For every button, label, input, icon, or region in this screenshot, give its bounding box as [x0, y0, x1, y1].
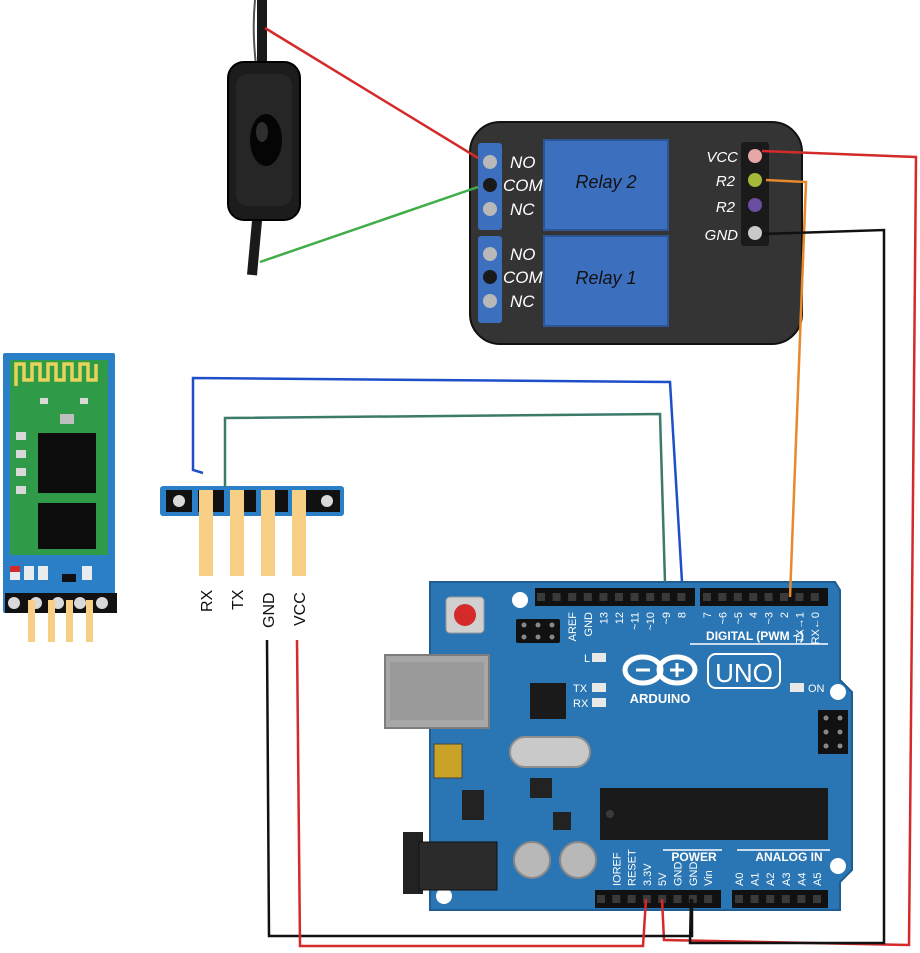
- relay-2-label: Relay 2: [575, 172, 636, 192]
- capacitor-1: [513, 841, 551, 879]
- analog-header: [732, 890, 828, 908]
- gnd-pin: [261, 490, 275, 576]
- relay1-nc-label: NC: [510, 292, 535, 311]
- power-header: [595, 890, 721, 908]
- led-rx-label: RX: [573, 698, 589, 710]
- digital-pin-label: ~5: [733, 612, 745, 625]
- gnd-label: GND: [261, 592, 278, 628]
- led-tx-label: TX: [573, 683, 588, 695]
- relay-module: NO COM NC NO COM NC Relay 2 Relay 1 VCC …: [469, 121, 803, 345]
- arduino-logo: [622, 654, 698, 686]
- regulator: [433, 743, 463, 779]
- relay-gnd-pin: [748, 226, 762, 240]
- power-pin-label: IOREF: [611, 852, 623, 886]
- relay-vcc-pin: [748, 149, 762, 163]
- capacitor-2: [559, 841, 597, 879]
- wire-bt-tx-to-pin9: [223, 412, 667, 583]
- relay2-no-label: NO: [510, 153, 536, 172]
- relay2-com-label: COM: [503, 176, 544, 195]
- tx-pin: [230, 490, 244, 576]
- digital-pin-label: GND: [583, 612, 595, 637]
- digital-pin-label: ~6: [717, 612, 729, 625]
- relay-1-label: Relay 1: [575, 268, 636, 288]
- wire-relay-gnd-to-gnd: [688, 228, 886, 945]
- led-on: [790, 683, 804, 692]
- analog-pin-label: A5: [812, 873, 824, 886]
- digital-title: DIGITAL (PWM ~): [706, 629, 804, 643]
- power-pin-label: Vin: [703, 870, 715, 886]
- relay2-nc-label: NC: [510, 200, 535, 219]
- rx-label: RX: [199, 589, 216, 612]
- relay-2: [543, 139, 669, 231]
- digital-pin-label: RX←0: [810, 612, 822, 644]
- relay-vcc-label: VCC: [706, 149, 738, 166]
- relay-1: [543, 235, 669, 327]
- digital-pin-label: 8: [676, 612, 688, 618]
- relay-r2b-pin: [748, 198, 762, 212]
- digital-pin-label: ~9: [661, 612, 673, 625]
- vcc-label: VCC: [292, 592, 309, 626]
- analog-title: ANALOG IN: [755, 850, 822, 864]
- relay-r2-label: R2: [716, 173, 736, 190]
- analog-pin-label: A3: [781, 873, 793, 886]
- digital-pin-label: ~3: [764, 612, 776, 625]
- wire-bt-vcc-to-3v3: [295, 639, 648, 948]
- led-l-label: L: [584, 653, 590, 665]
- usb-chip: [530, 683, 566, 719]
- power-pin-label: 5V: [657, 872, 669, 886]
- antenna-trace: [14, 362, 98, 386]
- digital-pin-label: 7: [702, 612, 714, 618]
- wire-switch-to-relay-com: [259, 185, 479, 264]
- relay-gnd-label: GND: [705, 227, 739, 244]
- power-pin-label: 3.3V: [642, 863, 654, 886]
- wire-relay-vcc-to-5v: [660, 149, 918, 947]
- led-l: [592, 653, 606, 662]
- power-pin-label: GND: [673, 862, 685, 887]
- brand-label: ARDUINO: [630, 691, 691, 706]
- digital-header-right: [700, 588, 828, 606]
- analog-pin-label: A0: [734, 873, 746, 886]
- power-title: POWER: [671, 850, 717, 864]
- model-label: UNO: [715, 658, 773, 688]
- digital-pin-label: AREF: [567, 612, 579, 642]
- bt-pin-header: RX TX GND VCC: [160, 486, 344, 628]
- led-on-label: ON: [808, 683, 825, 695]
- rx-pin: [199, 490, 213, 576]
- wire-switch-to-relay-no: [264, 26, 479, 160]
- wire-bt-rx-to-pin8: [191, 376, 684, 583]
- digital-pin-label: 4: [748, 612, 760, 618]
- analog-pin-label: A4: [796, 873, 808, 886]
- atmega-chip: [600, 788, 828, 840]
- power-pin-label: RESET: [627, 849, 639, 886]
- analog-pin-label: A2: [765, 873, 777, 886]
- relay1-com-label: COM: [503, 268, 544, 287]
- vcc-pin: [292, 490, 306, 576]
- bt-chip-2: [38, 503, 96, 549]
- wire-relay-r2-to-pin2: [765, 178, 808, 598]
- relay-r2b-label: R2: [716, 199, 736, 216]
- dc-jack: [418, 841, 498, 891]
- switch-rocker[interactable]: [250, 114, 282, 166]
- digital-pin-label: ~10: [645, 612, 657, 631]
- digital-pin-label: 13: [598, 612, 610, 624]
- digital-pin-label: TX→1: [794, 612, 806, 643]
- digital-pin-label: 12: [614, 612, 626, 624]
- led-tx: [592, 683, 606, 692]
- bluetooth-module: [3, 353, 117, 642]
- digital-pin-label: 2: [779, 612, 791, 618]
- digital-pin-label: ~11: [630, 612, 642, 630]
- crystal: [509, 736, 591, 768]
- power-pin-label: GND: [688, 862, 700, 887]
- wire-bt-gnd-to-gnd: [265, 639, 694, 938]
- wires: [191, 26, 918, 948]
- tx-label: TX: [230, 589, 247, 610]
- power-switch: [227, 0, 301, 276]
- analog-pin-label: A1: [750, 873, 762, 886]
- led-rx: [592, 698, 606, 707]
- bt-chip-1: [38, 433, 96, 493]
- relay-r2-pin: [748, 173, 762, 187]
- relay1-no-label: NO: [510, 245, 536, 264]
